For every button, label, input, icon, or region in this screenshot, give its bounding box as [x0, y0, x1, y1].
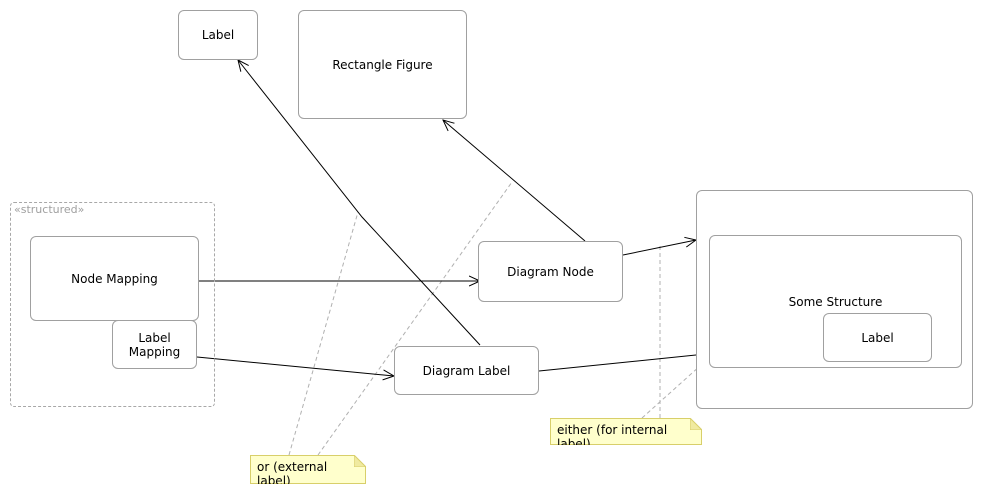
note-internal-label[interactable]: either (for internal label): [550, 418, 702, 445]
some-structure-text: Some Structure: [788, 295, 883, 309]
node-mapping-text: Node Mapping: [71, 271, 158, 286]
diagram-node-node[interactable]: Diagram Node: [478, 241, 623, 302]
note-external-text: or (external label): [257, 460, 328, 488]
edge-diagram-node-to-some-structure: [622, 240, 696, 256]
edge-diagram-node-to-rectangle: [443, 120, 586, 242]
label-node-inner-text: Label: [861, 330, 894, 345]
rectangle-figure-node[interactable]: Rectangle Figure: [298, 10, 467, 119]
note-external-label[interactable]: or (external label): [250, 455, 366, 484]
note-link-external-2: [317, 181, 513, 456]
note-external-fold-icon: [354, 455, 366, 467]
edge-diagram-label-to-label: [238, 60, 481, 346]
note-link-internal-2: [641, 356, 711, 419]
diagram-node-text: Diagram Node: [507, 264, 594, 279]
label-mapping-node[interactable]: Label Mapping: [112, 320, 197, 369]
node-mapping-node[interactable]: Node Mapping: [30, 236, 199, 321]
note-link-external-1: [288, 211, 359, 456]
diagram-label-text: Diagram Label: [422, 363, 511, 378]
diagram-label-node[interactable]: Diagram Label: [394, 346, 539, 395]
edge-label-mapping-to-diagram-label: [196, 356, 394, 376]
label-node-inner[interactable]: Label: [823, 313, 932, 362]
rectangle-figure-text: Rectangle Figure: [332, 57, 433, 72]
note-internal-fold-icon: [690, 418, 702, 430]
structured-group[interactable]: «structured»: [10, 202, 215, 407]
label-node-top-text: Label: [201, 28, 235, 42]
label-mapping-text: Label Mapping: [128, 330, 181, 359]
structured-stereotype: «structured»: [14, 203, 85, 216]
label-node-top[interactable]: Label: [178, 10, 258, 60]
